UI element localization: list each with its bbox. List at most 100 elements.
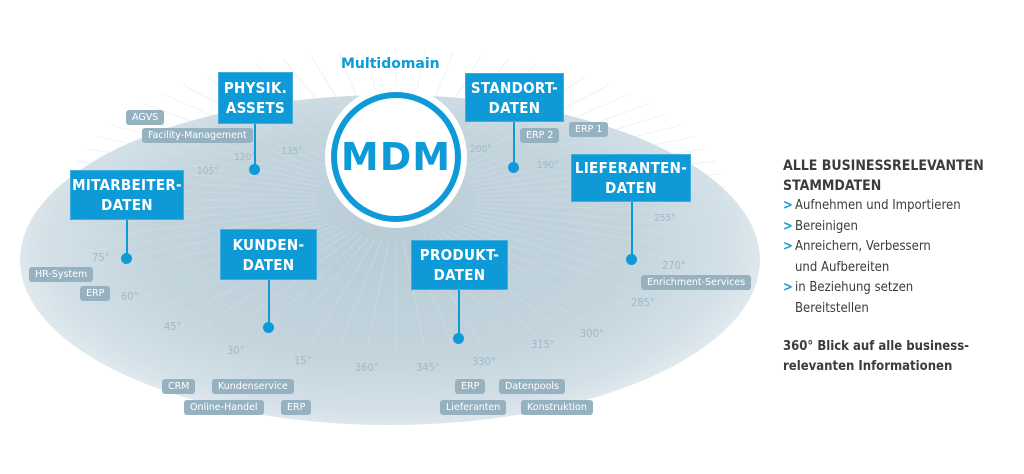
degree-label: 300° — [580, 327, 604, 340]
degree-label: 105° — [197, 166, 219, 177]
degree-label: 200° — [470, 144, 492, 155]
chevron-right-icon: > — [783, 280, 793, 295]
ray-line — [447, 84, 609, 170]
degree-label: 345° — [416, 361, 440, 374]
degree-label: 15° — [294, 354, 312, 367]
domain-label-line2: DATEN — [488, 98, 541, 117]
panel-bullet-continuation: und Aufbereiten — [795, 259, 890, 275]
ray-line — [475, 203, 725, 214]
multidomain-caption: Multidomain — [341, 56, 440, 72]
ray-line — [85, 213, 321, 252]
mdm-hub: MDM — [325, 86, 467, 228]
connector-line — [458, 288, 460, 338]
source-tag: Konstruktion — [521, 400, 593, 415]
source-tag: ERP 2 — [520, 128, 560, 143]
mdm-ring: MDM — [331, 92, 461, 222]
panel-bullet-text: Aufnehmen und Importieren — [795, 198, 961, 213]
ray-line — [96, 216, 324, 264]
source-tag: ERP — [80, 286, 111, 301]
ray-line — [230, 234, 357, 331]
degree-label: 75° — [92, 251, 110, 264]
domain-produkt-daten: PRODUKT- DATEN — [411, 240, 508, 290]
ray-line — [461, 222, 667, 287]
ray-line — [471, 213, 707, 252]
source-tag: Datenpools — [499, 379, 565, 394]
ray-line — [465, 219, 682, 276]
domain-label-line1: MITARBEITER- — [72, 176, 182, 194]
ray-line — [338, 239, 383, 348]
domain-lieferanten-daten: LIEFERANTEN- DATEN — [571, 154, 691, 202]
domain-label-line2: DATEN — [605, 179, 657, 197]
panel-bullet: >Aufnehmen und Importieren — [783, 196, 1013, 217]
source-tag: Facility-Management — [142, 128, 253, 143]
ray-line — [310, 238, 376, 346]
domain-label-line1: PHYSIK. — [223, 79, 288, 97]
ray-line — [282, 237, 369, 342]
ray-line — [85, 148, 321, 187]
panel-title-line1: ALLE BUSINESSRELEVANTEN — [783, 158, 984, 174]
connector-line — [268, 278, 270, 326]
chevron-right-icon: > — [783, 239, 793, 254]
panel-title-line2: STAMMDATEN — [783, 178, 882, 194]
degree-label: 360° — [355, 361, 379, 374]
ray-line — [402, 239, 426, 350]
ray-line — [77, 209, 319, 240]
panel-bullet: >Anreichern, Verbessern — [783, 237, 1013, 258]
degree-label: 285° — [631, 296, 655, 309]
chevron-right-icon: > — [783, 198, 793, 213]
domain-kunden-daten: KUNDEN- DATEN — [220, 229, 317, 280]
panel-footer-line1: 360° Blick auf alle business- — [783, 339, 970, 354]
ray-line — [465, 124, 682, 181]
panel-bullet-text: in Beziehung setzen — [795, 280, 914, 295]
connector-dot — [121, 253, 132, 264]
ray-line — [183, 84, 345, 170]
panel-bullet: >in Beziehung setzen — [783, 278, 1013, 299]
panel-bullet: >Bereinigen — [783, 217, 1013, 238]
connector-dot — [249, 164, 260, 175]
ray-line — [366, 239, 390, 350]
degree-label: 270° — [662, 259, 686, 272]
connector-dot — [263, 322, 274, 333]
connector-line — [254, 122, 256, 170]
ray-line — [77, 160, 319, 191]
domain-label-line1: LIEFERANTEN- — [574, 159, 688, 177]
source-tag: Lieferanten — [440, 400, 507, 415]
ray-line — [468, 216, 696, 264]
ray-line — [473, 209, 715, 240]
connector-dot — [626, 254, 637, 265]
ray-line — [256, 235, 363, 337]
domain-label-line1: KUNDEN- — [232, 235, 305, 254]
degree-label: 330° — [472, 355, 496, 368]
domain-label-line2: DATEN — [242, 255, 295, 274]
domain-label-line1: PRODUKT- — [419, 246, 500, 264]
source-tag: ERP — [455, 379, 486, 394]
degree-label: 30° — [227, 344, 245, 357]
degree-label: 190° — [537, 160, 559, 171]
degree-label: 45° — [164, 320, 182, 333]
connector-line — [513, 120, 515, 166]
degree-label: 60° — [121, 290, 139, 303]
source-tag: AGVS — [126, 110, 165, 125]
mdm-label: MDM — [340, 135, 452, 179]
connector-dot — [508, 162, 519, 173]
domain-standort-daten: STANDORT- DATEN — [465, 73, 564, 122]
domain-mitarbeiter-daten: MITARBEITER- DATEN — [70, 170, 184, 220]
ray-line — [96, 136, 324, 184]
degree-label: 255° — [654, 213, 676, 224]
domain-label-line1: STANDORT- — [470, 78, 559, 97]
ray-line — [461, 113, 667, 178]
source-tag: HR-System — [29, 267, 94, 282]
connector-line — [126, 218, 128, 260]
source-tag: ERP — [281, 400, 312, 415]
info-panel: ALLE BUSINESSRELEVANTEN STAMMDATEN >Aufn… — [783, 156, 1013, 377]
connector-line — [631, 200, 633, 260]
connector-dot — [453, 333, 464, 344]
source-tag: Enrichment-Services — [641, 275, 752, 290]
source-tag: Online-Handel — [184, 400, 264, 415]
chevron-right-icon: > — [783, 218, 793, 234]
domain-label-line2: ASSETS — [225, 99, 286, 117]
panel-bullet-text: Anreichern, Verbessern — [795, 239, 931, 254]
domain-label-line2: DATEN — [433, 266, 486, 284]
source-tag: Kundenservice — [212, 379, 294, 394]
